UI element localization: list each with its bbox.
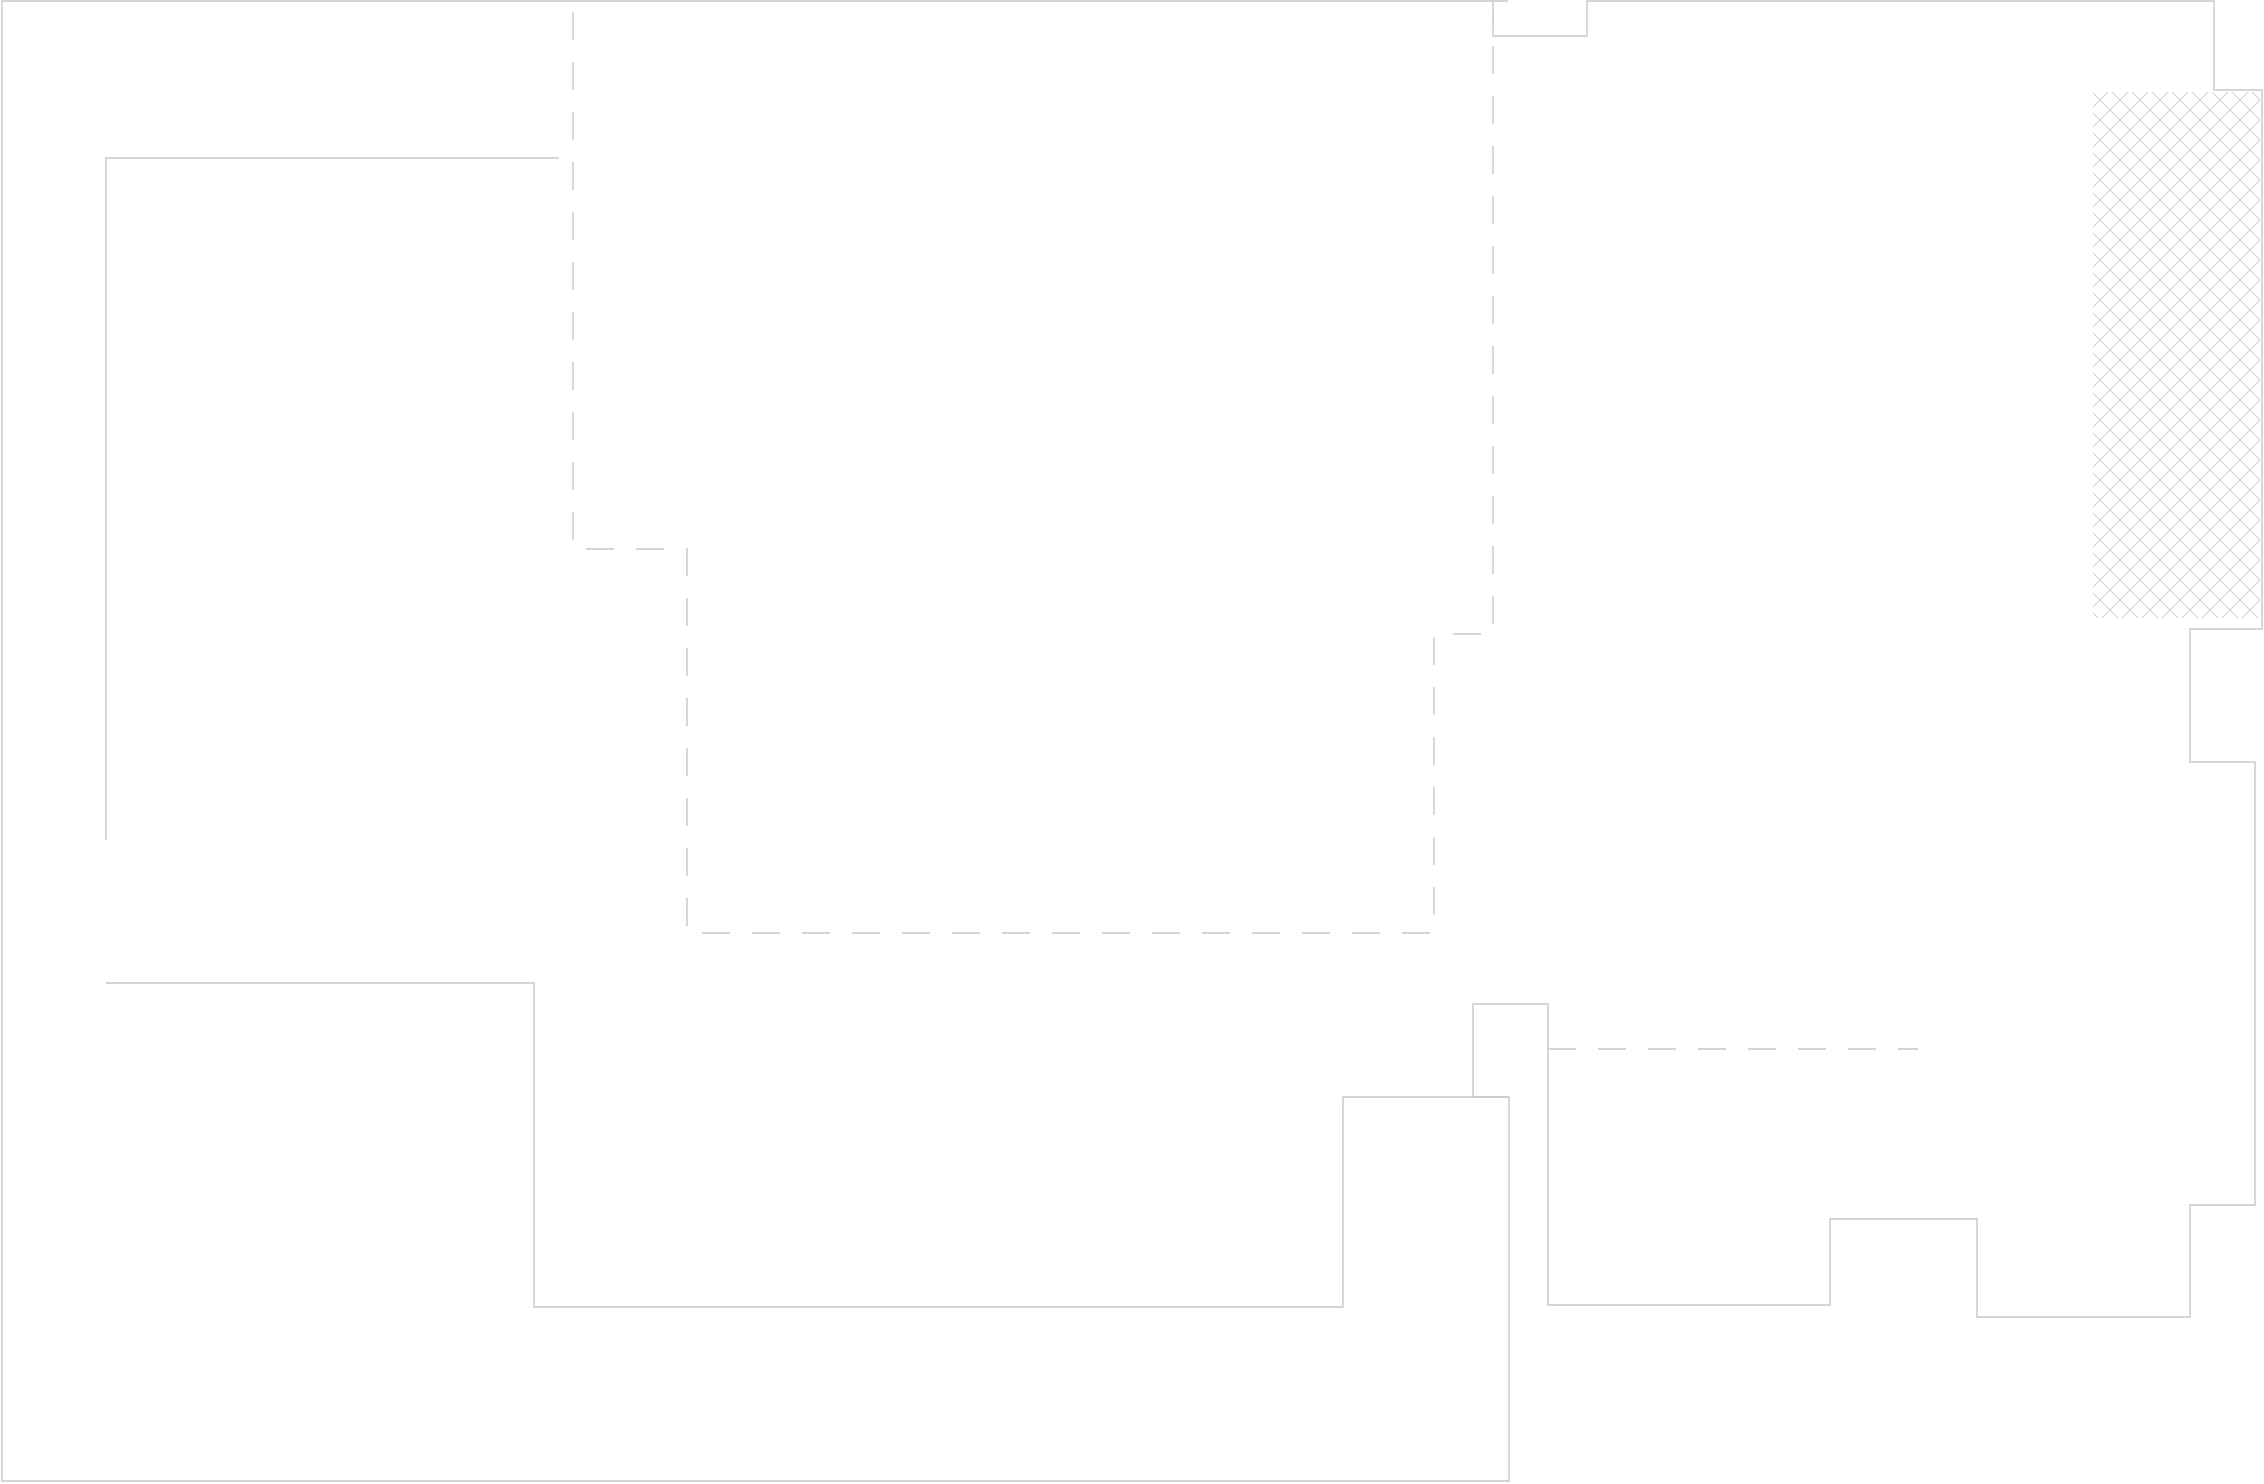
outer-wall-left: [1, 0, 1510, 1482]
dashed-zone-central: [572, 12, 1494, 934]
hatched-area: [2093, 92, 2260, 618]
outer-wall-top-right: [1472, 0, 2263, 1318]
inner-wall-left-room: [105, 157, 559, 840]
inner-wall-lower-room: [106, 982, 1509, 1308]
